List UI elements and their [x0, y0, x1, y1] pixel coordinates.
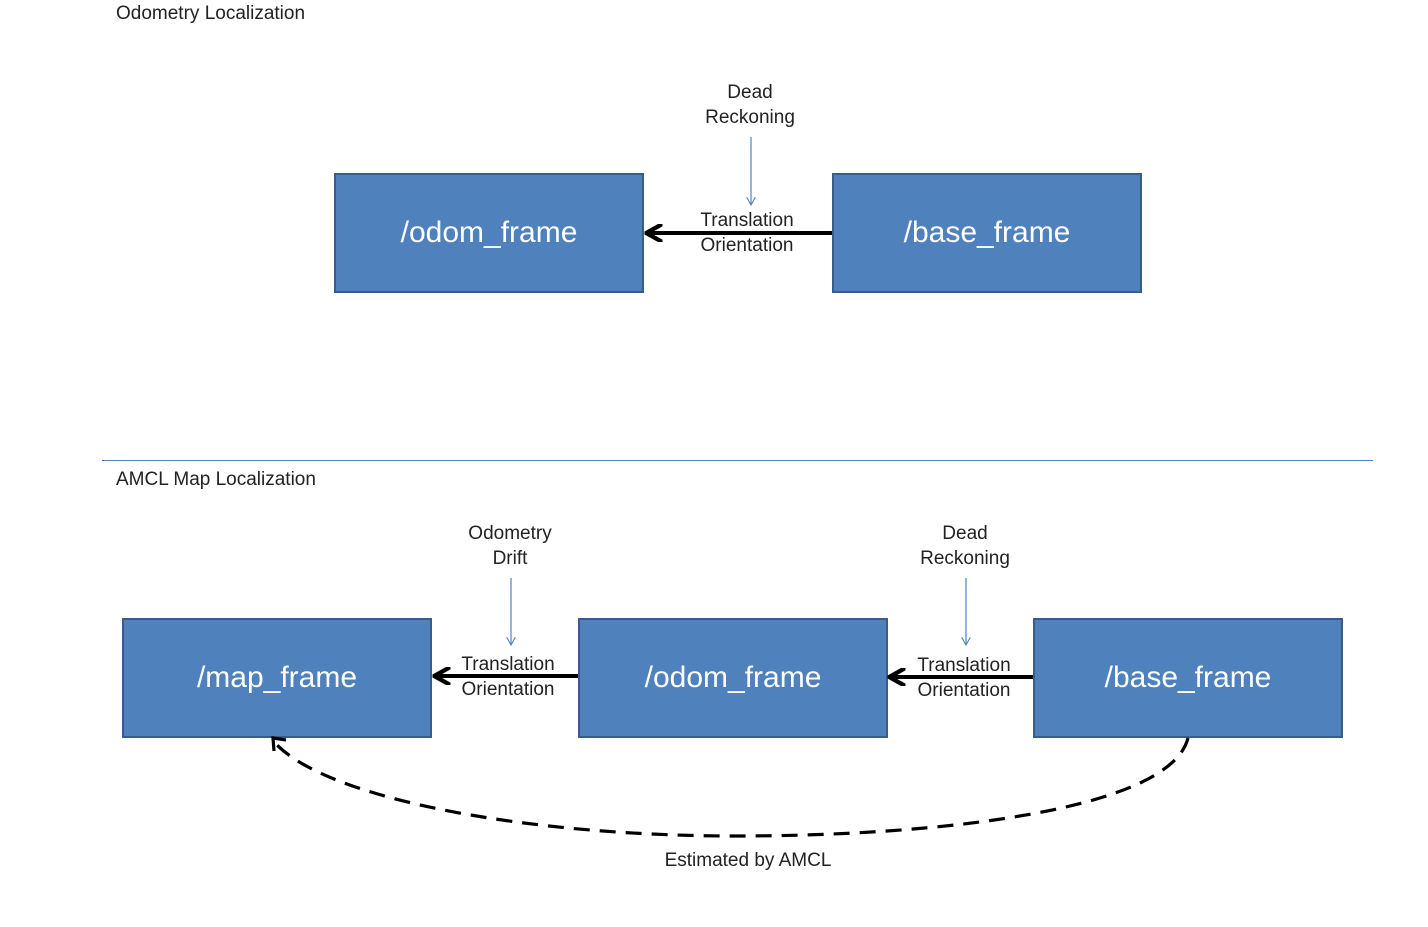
top-transform-label-line2: Orientation [700, 235, 794, 256]
bottom-right-transform-label: Translation Orientation [917, 653, 1010, 703]
bottom-left-transform-label-line1: Translation [461, 654, 555, 675]
bottom-right-source-label-line2: Reckoning [920, 548, 1010, 569]
bottom-left-transform-label-line2: Orientation [461, 679, 555, 700]
bottom-left-transform-label: Translation Orientation [461, 652, 554, 702]
bottom-right-source-label: Dead Reckoning [920, 521, 1010, 571]
top-transform-label-line1: Translation [700, 210, 794, 231]
bottom-right-source-label-line1: Dead [942, 523, 988, 544]
amcl-estimate-dashed-arrow [274, 737, 1190, 838]
bottom-right-transform-label-line2: Orientation [917, 680, 1011, 701]
bottom-left-source-label: Odometry Drift [468, 521, 551, 571]
bottom-base-frame-box: /base_frame [1033, 618, 1343, 738]
bottom-left-source-label-line2: Drift [492, 548, 528, 569]
section-divider [102, 460, 1373, 461]
bottom-odom-frame-box: /odom_frame [578, 618, 888, 738]
amcl-estimate-arrowhead [271, 736, 287, 752]
top-source-label-line2: Reckoning [705, 107, 795, 128]
top-transform-label: Translation Orientation [700, 208, 793, 258]
top-source-label-line1: Dead [727, 82, 773, 103]
top-base-frame-box: /base_frame [832, 173, 1142, 293]
top-source-label: Dead Reckoning [705, 80, 795, 130]
estimate-caption: Estimated by AMCL [664, 850, 832, 871]
top-section-title: Odometry Localization [116, 3, 306, 24]
bottom-section-title: AMCL Map Localization [116, 469, 316, 490]
bottom-right-transform-label-line1: Translation [917, 655, 1011, 676]
top-odom-frame-box: /odom_frame [334, 173, 644, 293]
bottom-left-source-label-line1: Odometry [468, 523, 552, 544]
